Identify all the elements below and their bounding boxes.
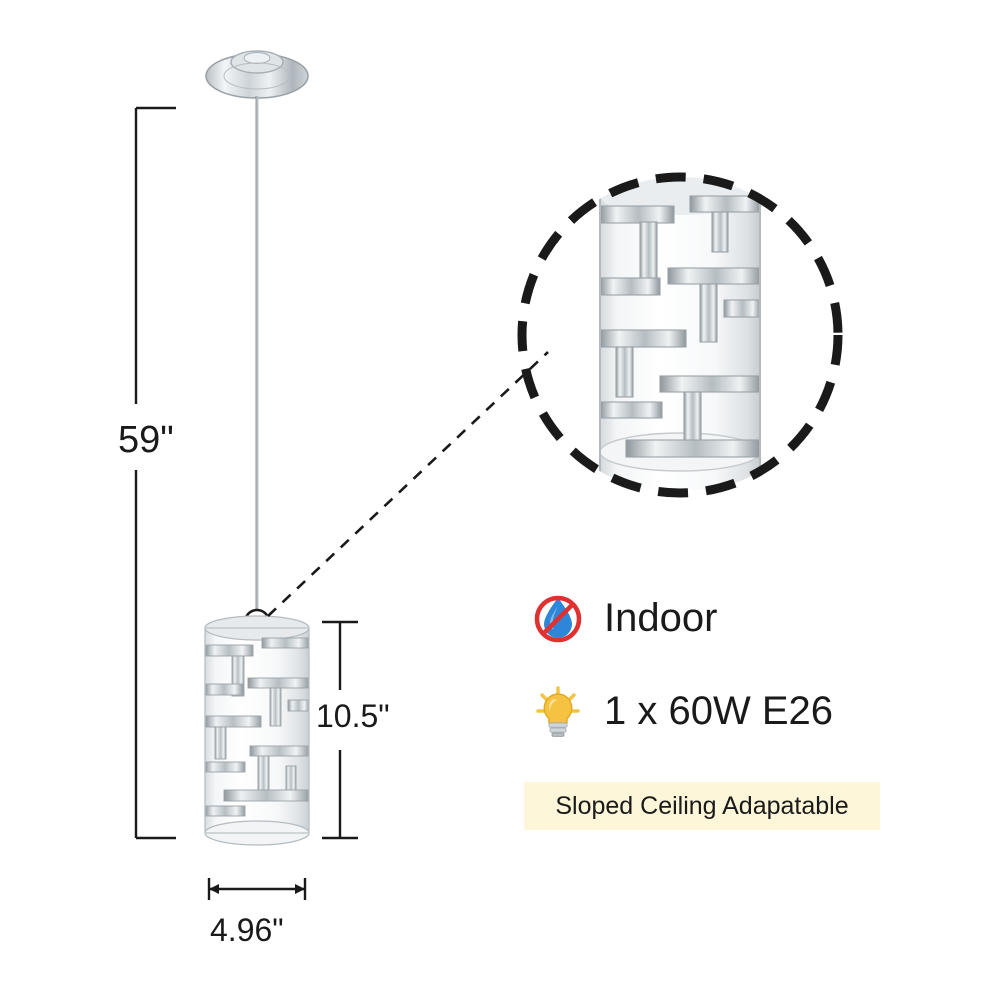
spec-row-bulb: 1 x 60W E26 <box>534 685 833 737</box>
no-water-indoor-icon <box>534 592 582 644</box>
ceiling-canopy <box>205 50 309 99</box>
pendant-shade <box>204 608 310 846</box>
dimension-shade-height-105 <box>322 620 358 840</box>
detail-zoom-callout <box>517 172 843 498</box>
badge-label: Sloped Ceiling Adapatable <box>555 791 849 820</box>
dimension-label-shade-height: 10.5" <box>316 698 390 734</box>
dimension-width-496 <box>207 878 307 900</box>
spec-label-indoor: Indoor <box>604 596 718 640</box>
badge-sloped-ceiling: Sloped Ceiling Adapatable <box>524 782 880 830</box>
callout-leader-line <box>267 351 549 617</box>
dimension-label-width: 4.96" <box>210 912 284 948</box>
spec-label-bulb: 1 x 60W E26 <box>604 689 834 733</box>
dimension-label-height: 59" <box>118 419 174 461</box>
dimension-height-59 <box>134 106 176 840</box>
suspension-cable <box>255 96 259 618</box>
light-bulb-icon <box>534 685 582 737</box>
spec-row-indoor: Indoor <box>534 592 717 644</box>
